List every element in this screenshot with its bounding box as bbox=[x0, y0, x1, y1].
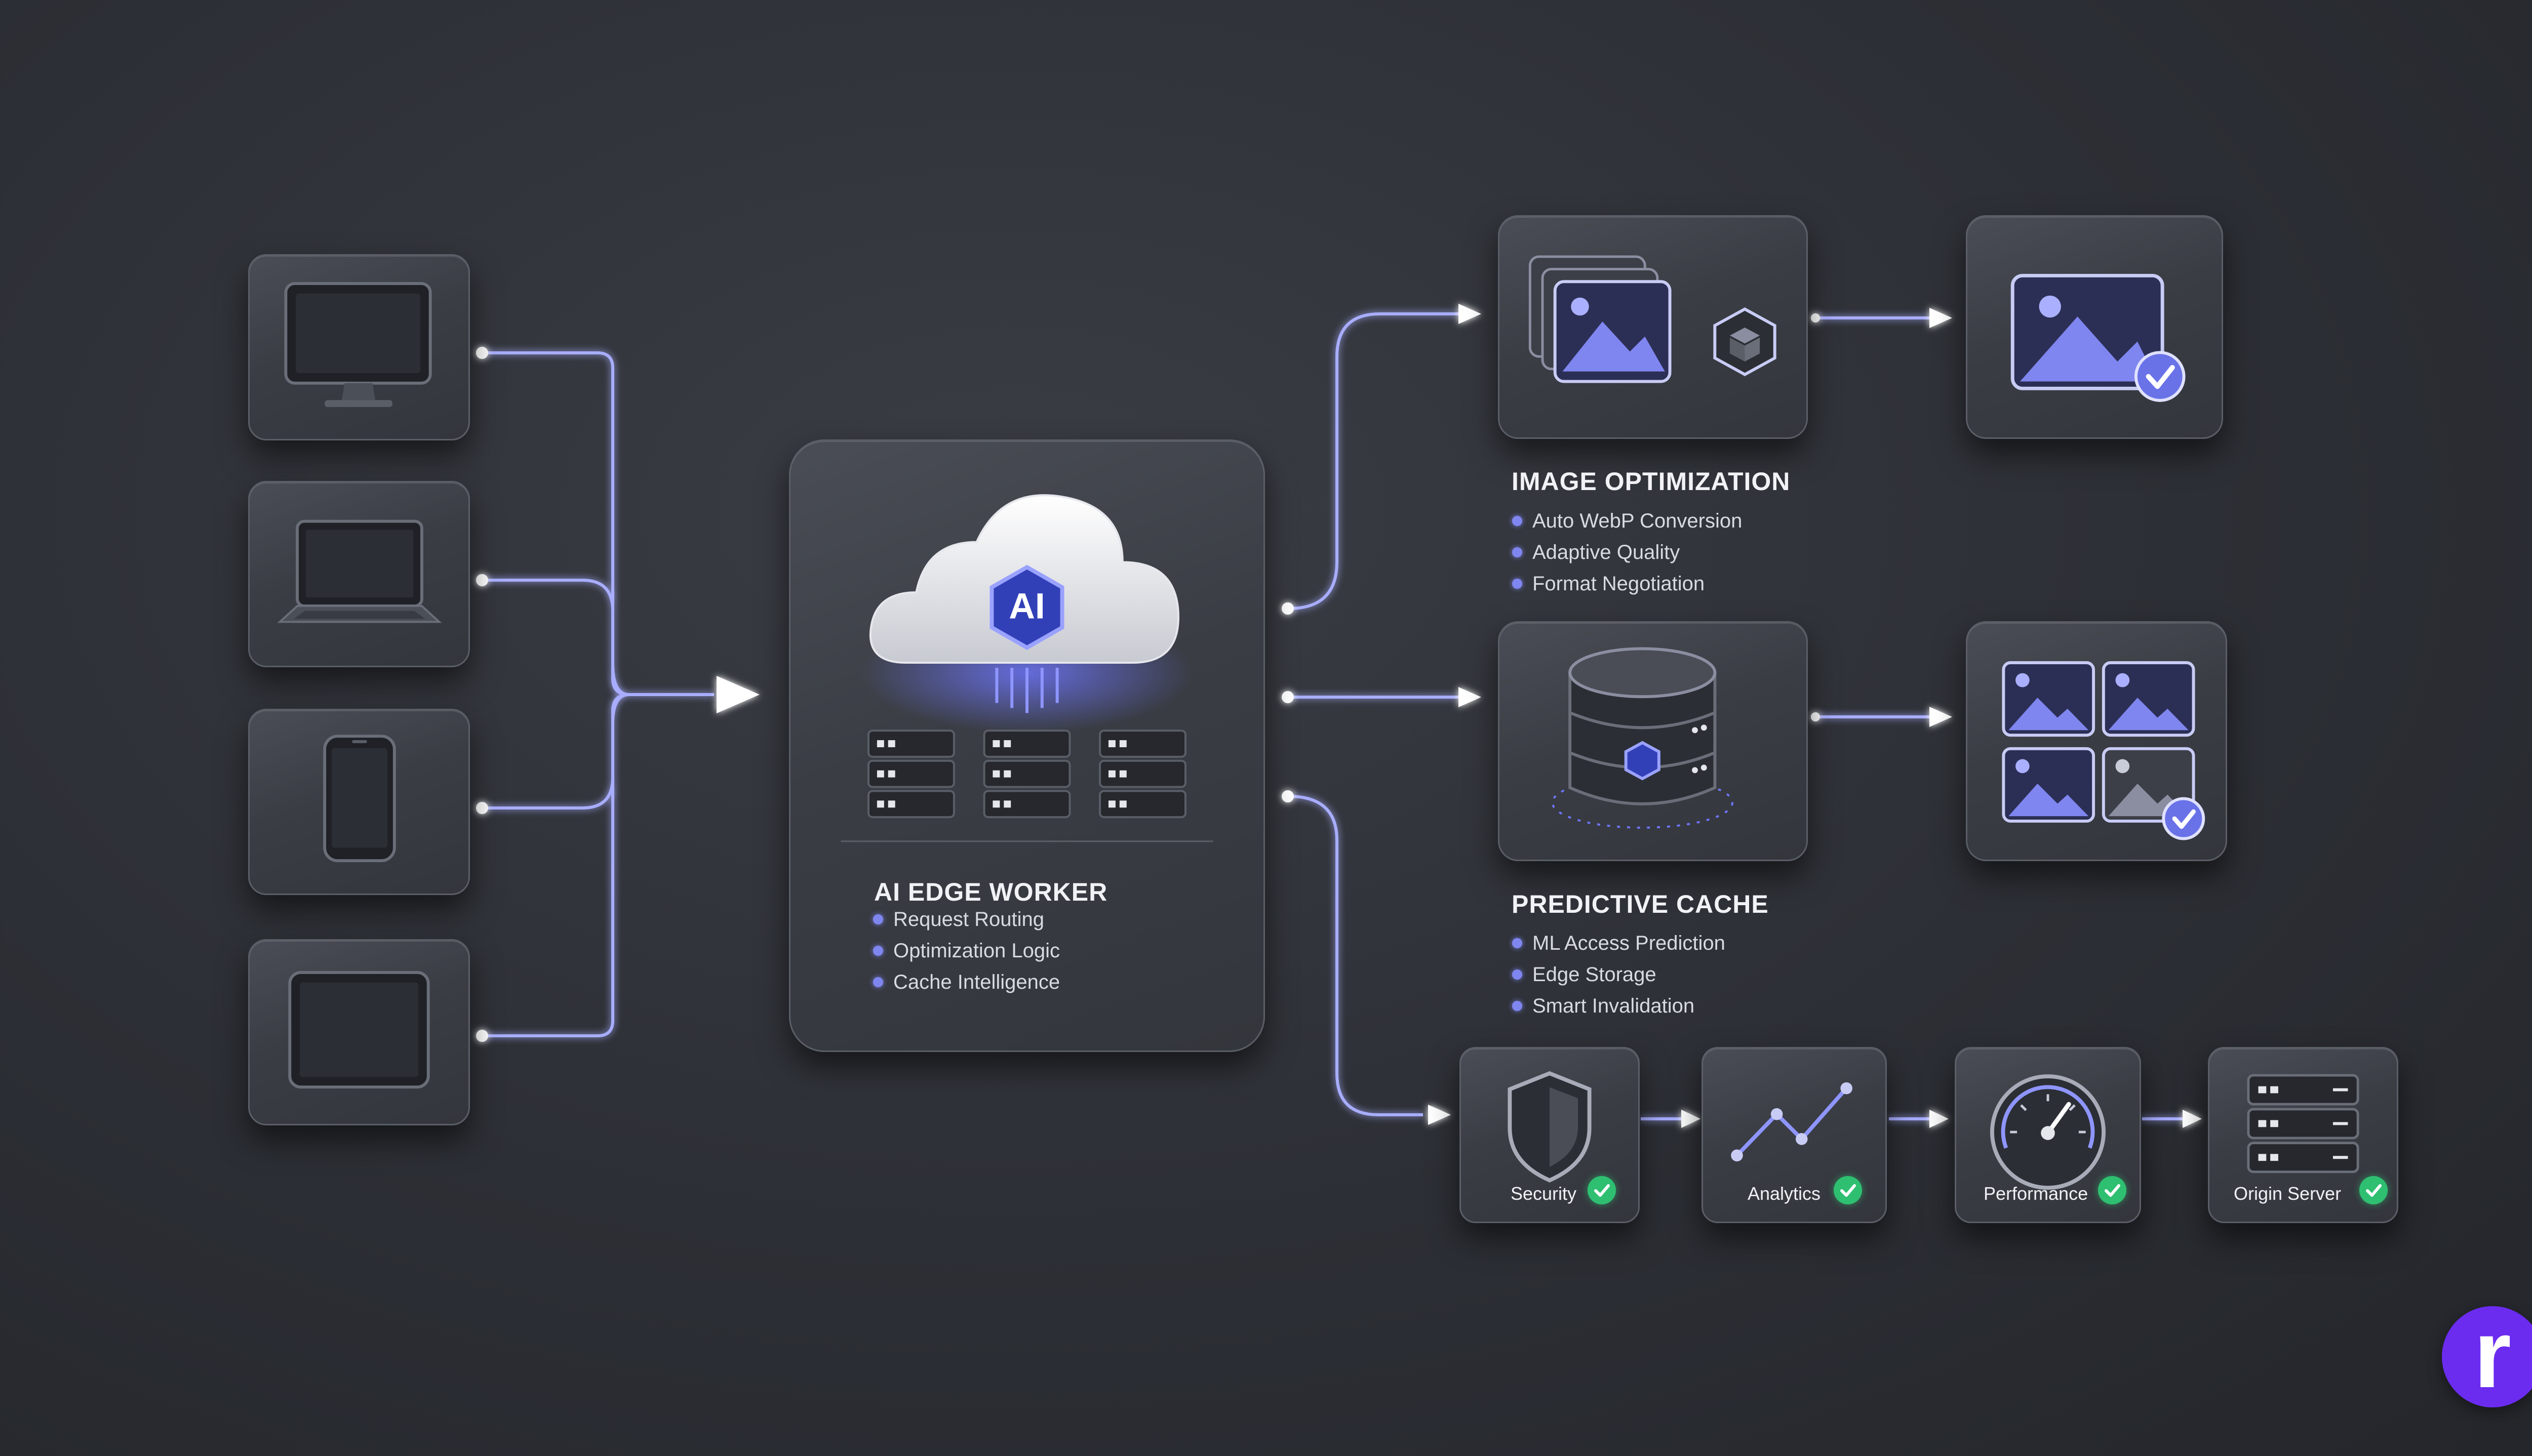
list-item: Cache Intelligence bbox=[869, 966, 1060, 998]
server-icon bbox=[2247, 1074, 2359, 1174]
arrow-cache-out bbox=[1929, 707, 1952, 727]
monitor-icon bbox=[284, 282, 432, 408]
check-icon bbox=[1834, 1176, 1862, 1204]
wire-tablet bbox=[482, 693, 629, 1037]
optimized-image-card bbox=[1966, 215, 2223, 439]
wire-desktop bbox=[482, 351, 714, 696]
list-item: Format Negotiation bbox=[1508, 568, 1742, 599]
image-optimization-title: IMAGE OPTIMIZATION bbox=[1512, 467, 1791, 496]
check-icon bbox=[2359, 1176, 2388, 1204]
list-item: Auto WebP Conversion bbox=[1508, 505, 1742, 537]
arrow-cache bbox=[1458, 687, 1481, 707]
pipeline-label: Performance bbox=[1984, 1183, 2088, 1204]
brand-logo: r bbox=[2442, 1306, 2532, 1407]
server-rack-icon bbox=[841, 730, 1213, 842]
pipeline-performance-card: Performance bbox=[1955, 1047, 2141, 1223]
arrow-analytics-perf bbox=[1929, 1110, 1949, 1128]
list-item: Adaptive Quality bbox=[1508, 537, 1742, 568]
client-phone bbox=[248, 709, 470, 895]
check-icon bbox=[1588, 1176, 1616, 1204]
gauge-icon bbox=[1990, 1074, 2106, 1190]
edge-worker-title: AI EDGE WORKER bbox=[874, 878, 1108, 906]
pipeline-label: Security bbox=[1511, 1183, 1577, 1204]
arrow-sec-analytics bbox=[1681, 1110, 1700, 1128]
hub-arrow bbox=[717, 676, 760, 713]
laptop-icon bbox=[277, 519, 442, 623]
list-item: Optimization Logic bbox=[869, 935, 1060, 966]
shield-icon bbox=[1508, 1071, 1592, 1183]
database-icon bbox=[1551, 647, 1733, 829]
wire-laptop bbox=[482, 579, 629, 696]
ai-edge-worker-card: AI AI EDGE WORKER Request Routing Opti bbox=[789, 439, 1265, 1052]
arrow-perf-origin bbox=[2183, 1110, 2202, 1128]
pipeline-origin-server-card: Origin Server bbox=[2208, 1047, 2398, 1223]
image-optimization-bullets: Auto WebP Conversion Adaptive Quality Fo… bbox=[1508, 505, 1742, 599]
pipeline-label: Origin Server bbox=[2234, 1183, 2342, 1204]
edge-worker-bullets: Request Routing Optimization Logic Cache… bbox=[869, 904, 1060, 998]
image-optimization-card bbox=[1498, 215, 1808, 439]
cloud-icon: AI bbox=[861, 494, 1193, 734]
image-grid-icon bbox=[2002, 661, 2205, 840]
wire-to-pipeline bbox=[1288, 795, 1423, 1116]
arrow-pipeline bbox=[1428, 1105, 1451, 1125]
cube-icon bbox=[1713, 307, 1776, 377]
pipeline-label: Analytics bbox=[1748, 1183, 1821, 1204]
optimized-image-icon bbox=[2010, 273, 2186, 402]
smartphone-icon bbox=[323, 735, 396, 863]
image-stack-icon bbox=[1528, 255, 1672, 383]
line-chart-icon bbox=[1731, 1082, 1852, 1162]
ai-badge-text: AI bbox=[1009, 586, 1045, 627]
check-icon bbox=[2098, 1176, 2126, 1204]
list-item: ML Access Prediction bbox=[1508, 927, 1725, 959]
list-item: Request Routing bbox=[869, 904, 1060, 935]
tablet-icon bbox=[288, 971, 430, 1089]
wire-phone bbox=[482, 693, 629, 810]
cached-images-card bbox=[1966, 621, 2227, 861]
arrow-image-out bbox=[1929, 308, 1952, 328]
client-tablet bbox=[248, 939, 470, 1125]
arrow-image-opt bbox=[1458, 304, 1481, 324]
client-laptop bbox=[248, 481, 470, 667]
pipeline-analytics-card: Analytics bbox=[1702, 1047, 1887, 1223]
predictive-cache-bullets: ML Access Prediction Edge Storage Smart … bbox=[1508, 927, 1725, 1022]
client-desktop bbox=[248, 254, 470, 440]
predictive-cache-card bbox=[1498, 621, 1808, 861]
wire-to-image-opt bbox=[1288, 312, 1458, 610]
pipeline-security-card: Security bbox=[1459, 1047, 1640, 1223]
list-item: Edge Storage bbox=[1508, 959, 1725, 990]
list-item: Smart Invalidation bbox=[1508, 990, 1725, 1022]
predictive-cache-title: PREDICTIVE CACHE bbox=[1512, 890, 1769, 918]
